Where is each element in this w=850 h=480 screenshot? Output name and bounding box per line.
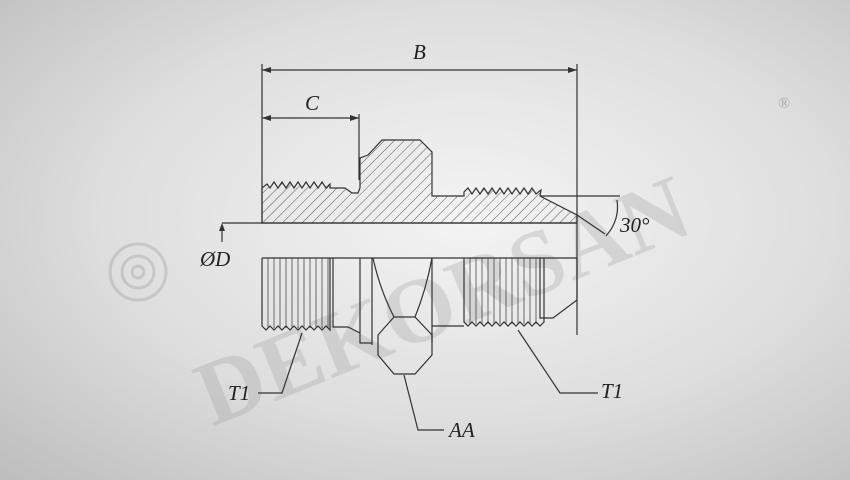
label-t1-right: T1 [601,379,623,403]
dimension-c: C [262,91,360,180]
exterior-view [261,257,578,375]
leader-t1-left [258,332,303,394]
label-b: B [413,40,426,64]
label-c: C [305,91,320,115]
label-d: ØD [199,247,230,271]
logo-icon [108,242,168,302]
section-view [261,139,578,224]
label-t1-left: T1 [228,381,250,405]
label-angle: 30° [619,213,650,237]
label-aa: AA [447,418,475,442]
registered-mark: ® [778,95,790,112]
leader-aa [403,374,444,431]
angle-arc [605,199,619,237]
leader-t1-right [517,329,598,394]
